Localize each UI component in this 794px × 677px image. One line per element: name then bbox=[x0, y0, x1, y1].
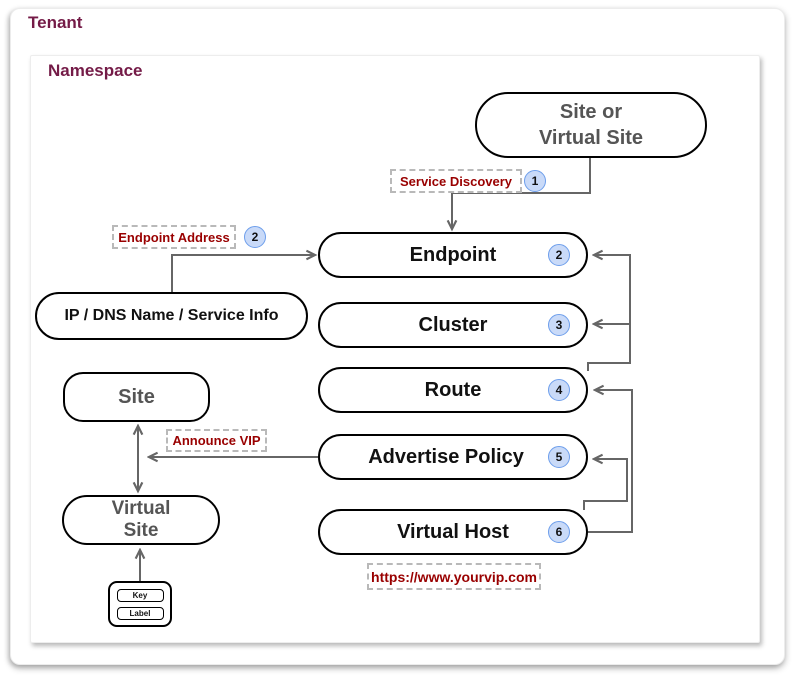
node-site-or-virtual-site-label: Site or Virtual Site bbox=[538, 101, 644, 149]
badge-advertise-policy: 5 bbox=[548, 446, 570, 468]
badge-cluster: 3 bbox=[548, 314, 570, 336]
connector-route-to-endpoint bbox=[587, 255, 631, 371]
badge-endpoint-address: 2 bbox=[244, 226, 266, 248]
badge-service-discovery: 1 bbox=[524, 170, 546, 192]
label-announce-vip: Announce VIP bbox=[166, 429, 267, 452]
node-route-label: Route bbox=[424, 378, 482, 401]
node-virtual-host-label: Virtual Host bbox=[397, 520, 509, 543]
badge-endpoint: 2 bbox=[548, 244, 570, 266]
node-virtual-site[interactable]: Virtual Site bbox=[62, 495, 220, 545]
node-advertise-policy-label: Advertise Policy bbox=[368, 445, 524, 468]
label-endpoint-address: Endpoint Address bbox=[112, 225, 236, 249]
connector-virtualhost-to-advertise-policy bbox=[583, 459, 628, 510]
legend-key-label: Key Label bbox=[108, 581, 172, 627]
legend-label-chip: Label bbox=[116, 606, 164, 620]
node-site[interactable]: Site bbox=[63, 372, 210, 422]
node-endpoint[interactable]: Endpoint 2 bbox=[318, 232, 588, 278]
node-virtual-host[interactable]: Virtual Host 6 bbox=[318, 509, 588, 555]
node-endpoint-label: Endpoint bbox=[409, 243, 497, 266]
label-vip-url: https://www.yourvip.com bbox=[367, 563, 541, 590]
connector-site-to-endpoint bbox=[452, 158, 591, 228]
node-advertise-policy[interactable]: Advertise Policy 5 bbox=[318, 434, 588, 480]
node-route[interactable]: Route 4 bbox=[318, 367, 588, 413]
badge-route: 4 bbox=[548, 379, 570, 401]
badge-virtual-host: 6 bbox=[548, 521, 570, 543]
node-virtual-site-label: Virtual Site bbox=[111, 498, 171, 541]
node-site-label: Site bbox=[118, 385, 155, 408]
connector-ipdns-to-endpoint bbox=[171, 255, 314, 292]
node-ip-dns-service-info-label: IP / DNS Name / Service Info bbox=[64, 307, 279, 324]
connector-virtualhost-to-route bbox=[588, 390, 633, 533]
tenant-title: Tenant bbox=[28, 13, 83, 32]
namespace-title: Namespace bbox=[48, 61, 143, 80]
node-cluster-label: Cluster bbox=[418, 313, 488, 336]
node-site-or-virtual-site[interactable]: Site or Virtual Site bbox=[475, 92, 707, 158]
node-ip-dns-service-info[interactable]: IP / DNS Name / Service Info bbox=[35, 292, 308, 340]
legend-key-chip: Key bbox=[116, 588, 164, 602]
label-service-discovery: Service Discovery bbox=[390, 169, 522, 193]
node-cluster[interactable]: Cluster 3 bbox=[318, 302, 588, 348]
